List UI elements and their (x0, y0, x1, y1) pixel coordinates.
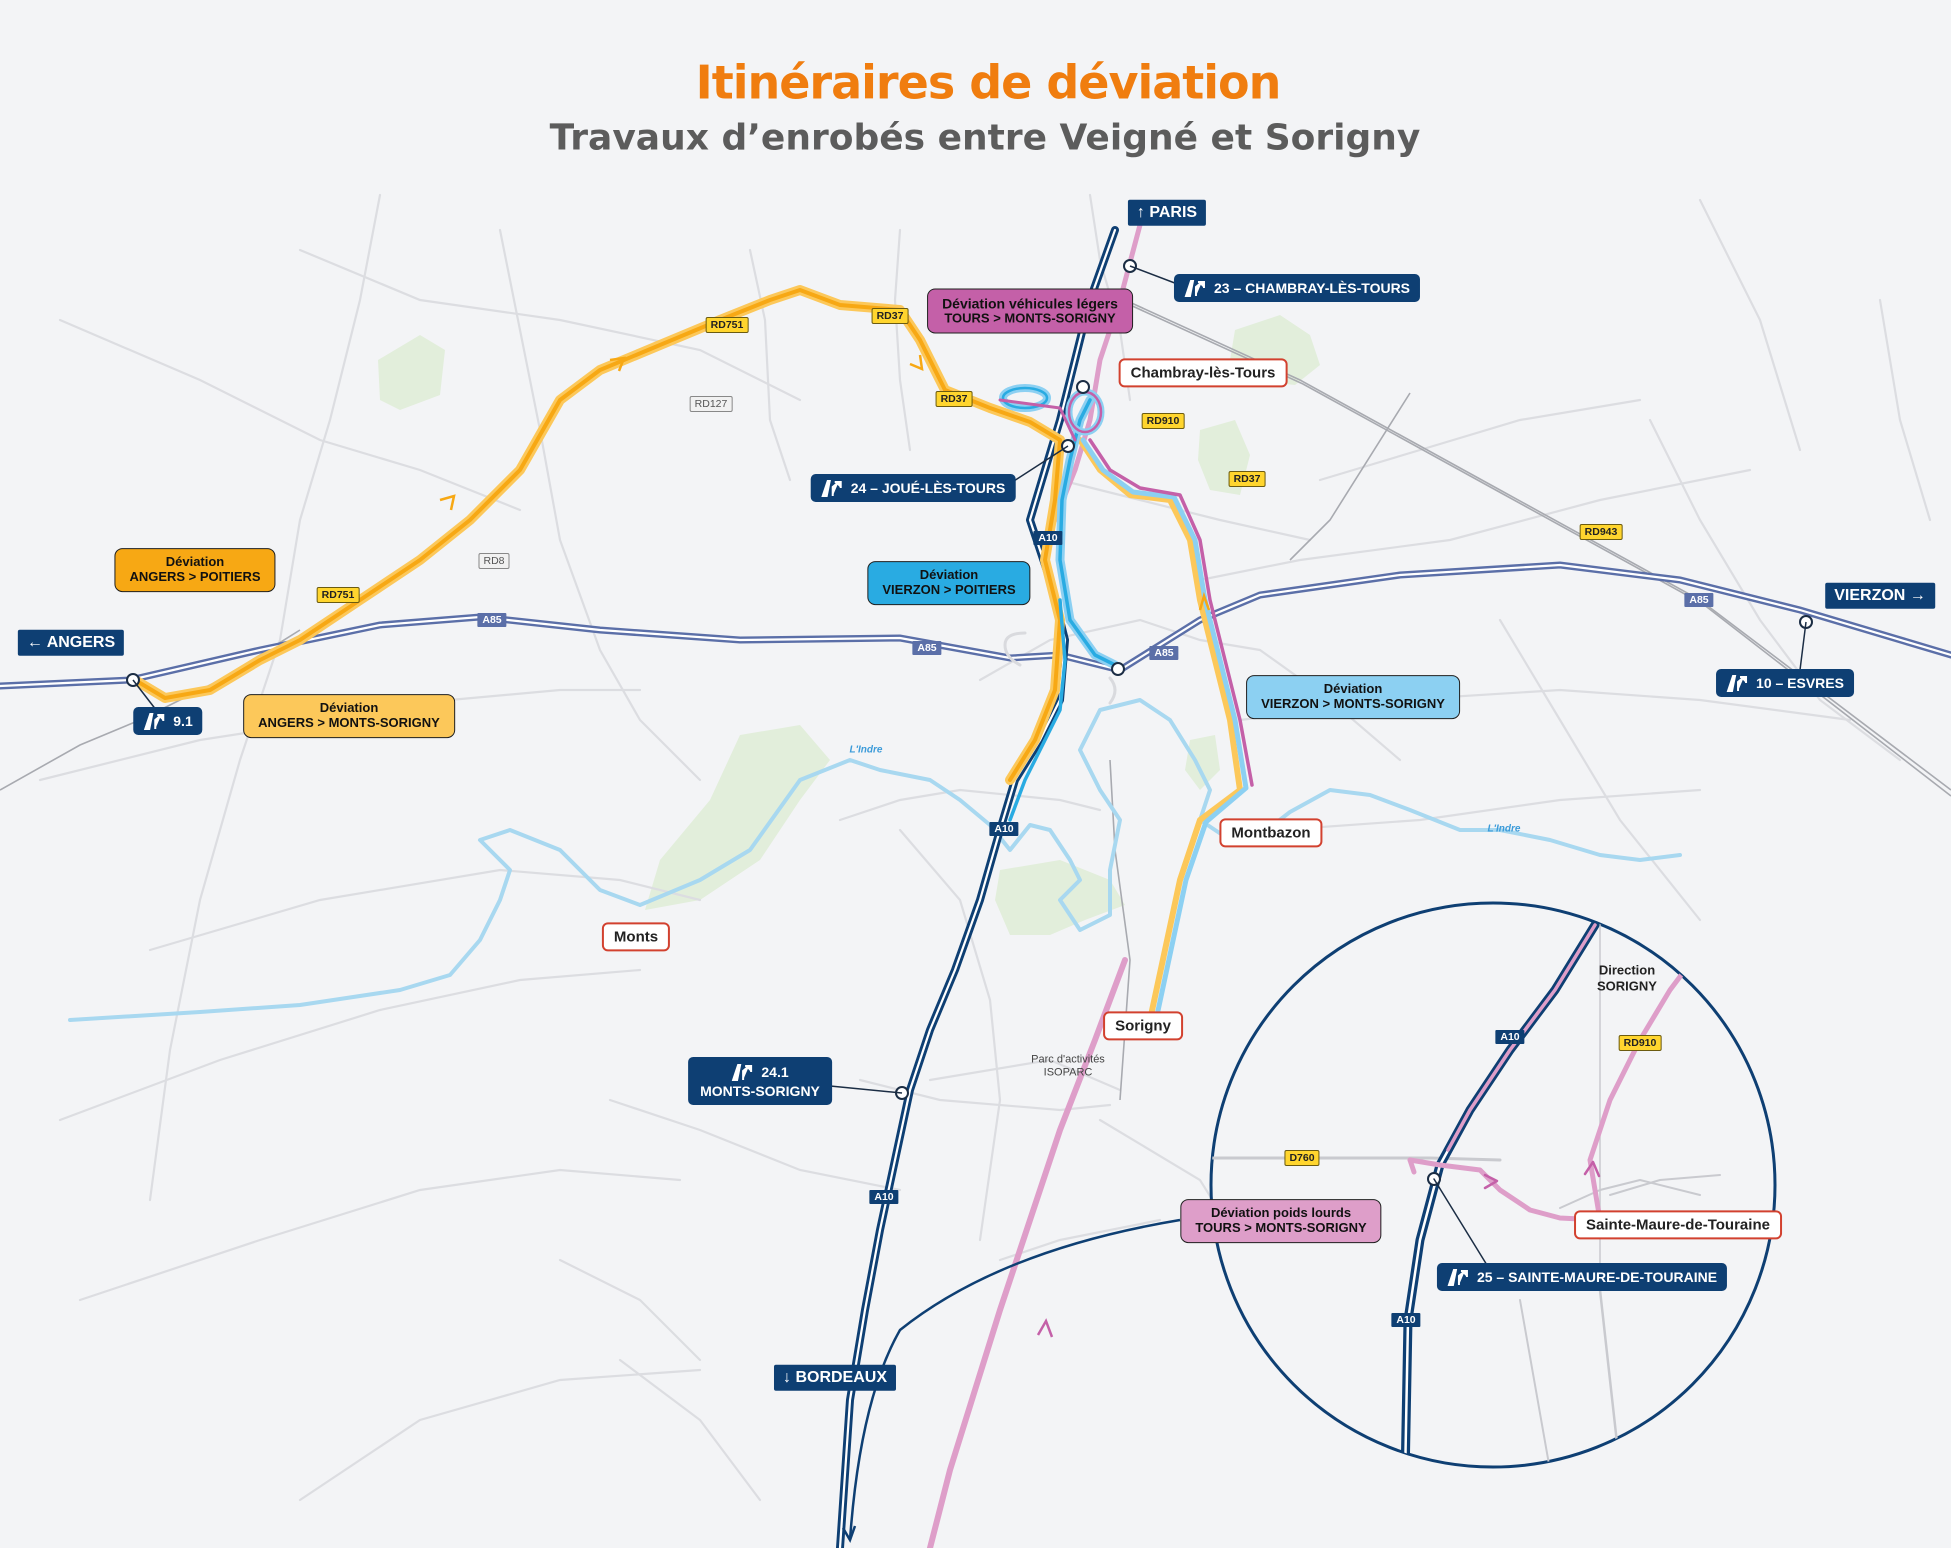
town-montbazon: Montbazon (1219, 818, 1323, 848)
direction-paris: ↑ PARIS (1127, 199, 1207, 227)
exit-icon (821, 480, 842, 497)
exit-25-sainte-maure: 25 – SAINTE-MAURE-DE-TOURAINE (1436, 1263, 1728, 1291)
deviation-line1: Déviation poids lourds (1210, 1205, 1352, 1221)
exit-icon (1184, 280, 1205, 297)
river-indre (68, 698, 1682, 1022)
road-rd910: RD910 (1141, 412, 1185, 430)
motorway-a85-center: A85 (912, 640, 942, 656)
deviation-pl-tours-monts: Déviation poids lourds TOURS > MONTS-SOR… (1180, 1199, 1382, 1243)
deviation-vl-tours-monts: Déviation véhicules légers TOURS > MONTS… (927, 288, 1133, 334)
motorway-a10-inset-north: A10 (1495, 1029, 1525, 1045)
inset-direction-line2: SORIGNY (1597, 978, 1657, 994)
deviation-line2: TOURS > MONTS-SORIGNY (944, 310, 1116, 326)
exit-24-1-row: 24.1 (731, 1063, 789, 1081)
exit-icon (731, 1063, 753, 1081)
exit-24-joue: 24 – JOUÉ-LÈS-TOURS (810, 474, 1016, 502)
minor-roads (38, 193, 1932, 1502)
deviation-vierzon-monts: Déviation VIERZON > MONTS-SORIGNY (1246, 675, 1460, 719)
motorway-a10-north: A10 (1033, 530, 1063, 546)
town-chambray: Chambray-lès-Tours (1118, 358, 1288, 388)
inset-direction-line1: Direction (1598, 962, 1656, 978)
deviation-line1: Déviation (319, 700, 379, 716)
exit-24-1-monts-sorigny: 24.1 MONTS-SORIGNY (688, 1056, 832, 1106)
motorway-a10-center: A10 (989, 821, 1019, 837)
exit-9-1: 9.1 (133, 707, 203, 735)
road-rd37-north: RD37 (871, 307, 909, 325)
exit-10-label: 10 – ESVRES (1756, 674, 1844, 691)
road-rd8: RD8 (478, 552, 510, 570)
direction-bordeaux: ↓ BORDEAUX (773, 1364, 897, 1392)
exit-23-label: 23 – CHAMBRAY-LÈS-TOURS (1213, 279, 1411, 296)
exit-25-label: 25 – SAINTE-MAURE-DE-TOURAINE (1476, 1268, 1718, 1285)
deviation-angers-monts: Déviation ANGERS > MONTS-SORIGNY (243, 694, 455, 738)
exit-23-chambray: 23 – CHAMBRAY-LÈS-TOURS (1173, 274, 1421, 302)
exit-24-label: 24 – JOUÉ-LÈS-TOURS (850, 479, 1006, 496)
exit-9-1-label: 9.1 (173, 712, 193, 729)
pl-route-arrows (1036, 1318, 1054, 1338)
deviation-line2: TOURS > MONTS-SORIGNY (1195, 1220, 1367, 1235)
motorway-a85-east: A85 (1149, 645, 1179, 661)
direction-angers: ← ANGERS (17, 629, 125, 657)
road-rd751-west: RD751 (316, 586, 360, 604)
deviation-line1: Déviation (165, 554, 225, 570)
page-subtitle: Travaux d’enrobés entre Veigné et Sorign… (549, 117, 1421, 159)
exit-icon (1726, 675, 1748, 692)
deviation-line2: ANGERS > POITIERS (129, 569, 261, 584)
isoparc-line1: Parc d'activités (1031, 1053, 1105, 1066)
town-sainte-maure: Sainte-Maure-de-Touraine (1574, 1210, 1782, 1240)
exit-10-esvres: 10 – ESVRES (1716, 669, 1854, 697)
road-rd910-inset: RD910 (1618, 1034, 1662, 1052)
river-label-indre-east: L'Indre (1487, 823, 1521, 835)
exit-icon (143, 713, 165, 730)
road-rd751-north: RD751 (705, 316, 749, 334)
orange-route (130, 285, 1065, 785)
motorway-a85-west: A85 (477, 612, 507, 628)
road-rd37-west: RD37 (935, 390, 973, 408)
motorway-a10-inset-south: A10 (1391, 1312, 1421, 1328)
park-areas (378, 315, 1320, 935)
exit-24-1-number: 24.1 (761, 1063, 789, 1080)
exit-icon (1447, 1269, 1468, 1286)
direction-vierzon: VIERZON → (1825, 582, 1935, 610)
route-arrows (439, 354, 1211, 611)
deviation-line2: VIERZON > POITIERS (882, 582, 1016, 597)
deviation-vierzon-poitiers: Déviation VIERZON > POITIERS (867, 561, 1031, 605)
town-sorigny: Sorigny (1103, 1011, 1183, 1041)
page-title: Itinéraires de déviation (695, 55, 1282, 110)
deviation-angers-poitiers: Déviation ANGERS > POITIERS (114, 548, 276, 592)
bundled-east-route (1077, 437, 1254, 1023)
isoparc-line2: ISOPARC (1043, 1066, 1093, 1079)
motorway-a85-far-east: A85 (1684, 592, 1714, 608)
deviation-line2: ANGERS > MONTS-SORIGNY (258, 715, 440, 730)
road-d760: D760 (1284, 1149, 1320, 1167)
river-label-indre-west: L'Indre (849, 744, 883, 756)
deviation-line2: VIERZON > MONTS-SORIGNY (1261, 696, 1445, 711)
exit-24-1-name: MONTS-SORIGNY (700, 1082, 820, 1099)
interchange-markers (126, 259, 1813, 1100)
a85-motorway (0, 561, 1951, 690)
deviation-line1: Déviation véhicules légers (942, 295, 1118, 312)
motorway-a10-south: A10 (869, 1189, 899, 1205)
deviation-line1: Déviation (919, 567, 979, 583)
deviation-line1: Déviation (1323, 681, 1383, 697)
road-rd127: RD127 (689, 395, 733, 413)
road-rd37-east: RD37 (1228, 470, 1266, 488)
town-monts: Monts (601, 922, 671, 952)
road-rd943: RD943 (1579, 523, 1623, 541)
